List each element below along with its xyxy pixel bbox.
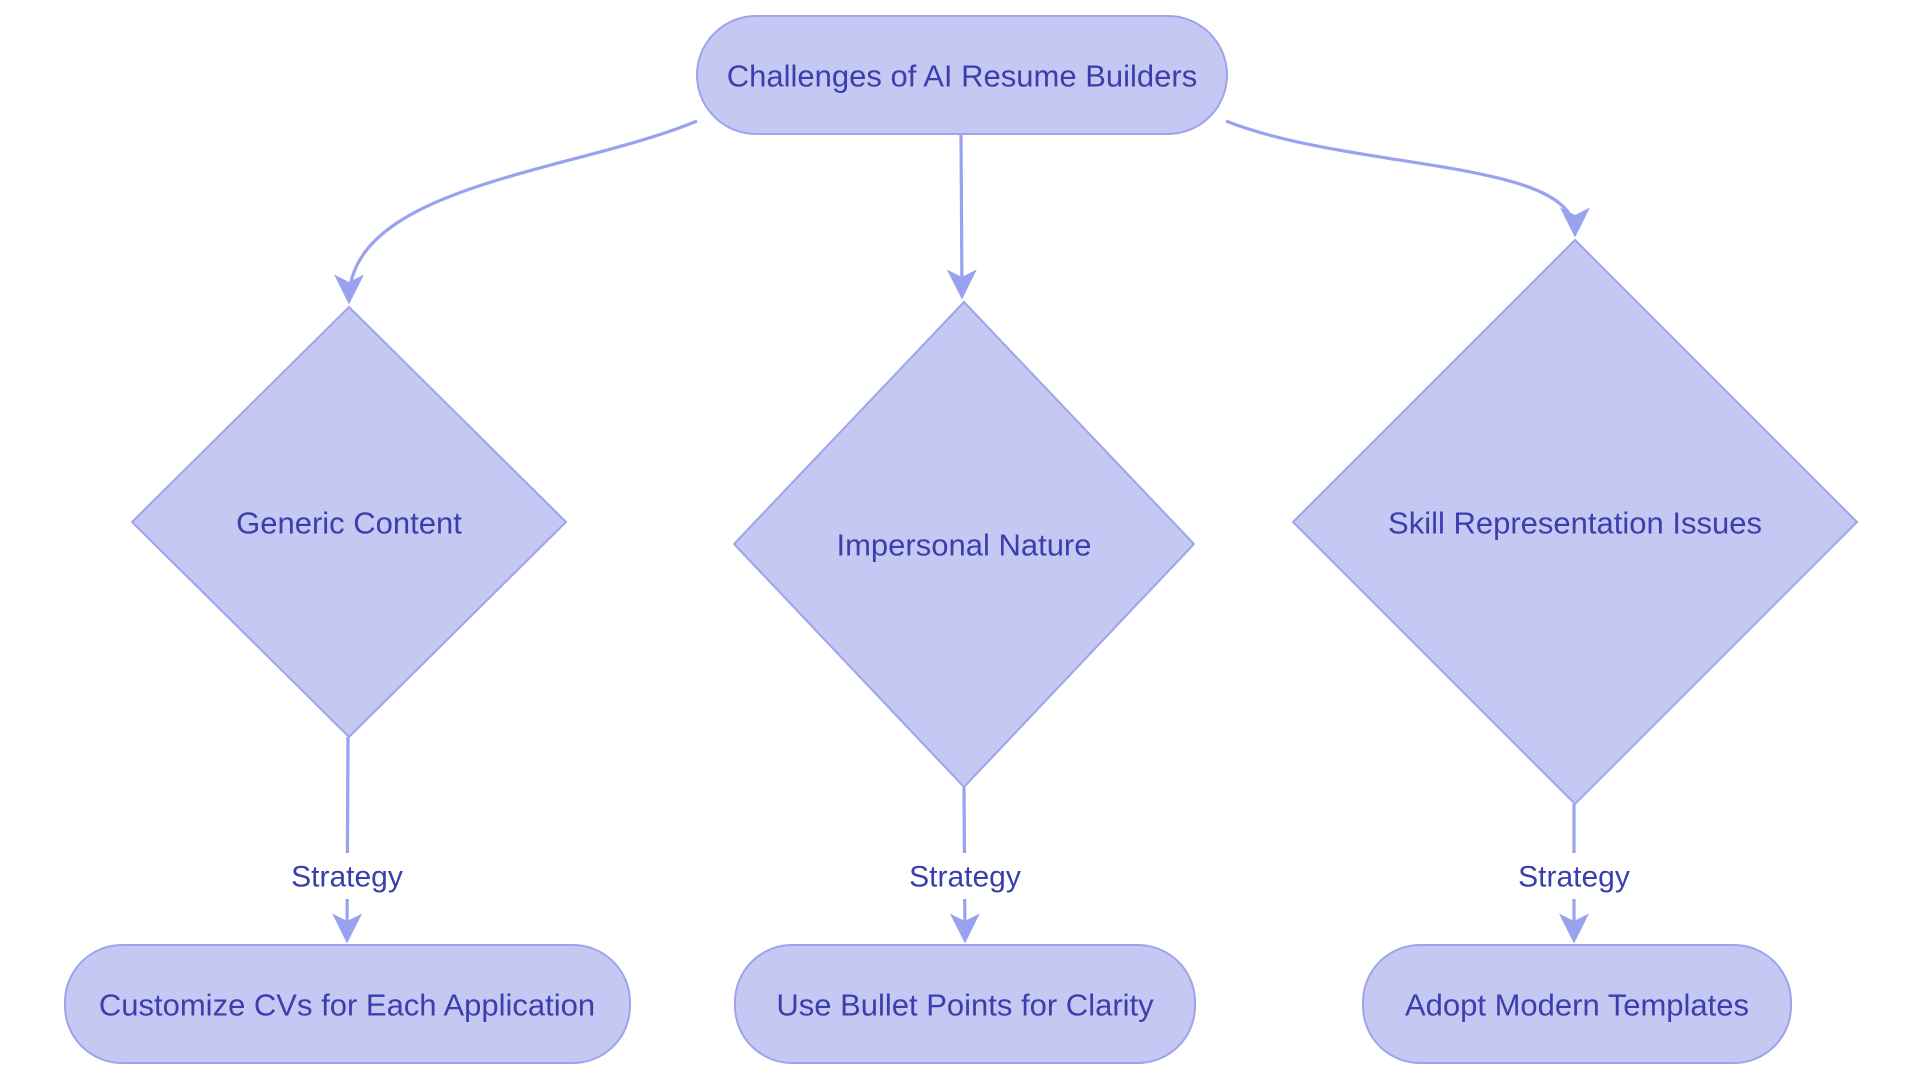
node-root-label: Challenges of AI Resume Builders (727, 59, 1197, 94)
node-generic-content-shape (130, 305, 568, 739)
node-root: Challenges of AI Resume Builders (696, 15, 1228, 135)
edge-labels: Strategy Strategy Strategy (279, 853, 1642, 899)
edge-root-to-impersonal-nature (946, 133, 977, 300)
node-use-bullet-points-label: Use Bullet Points for Clarity (776, 988, 1154, 1023)
node-adopt-modern-templates-label: Adopt Modern Templates (1405, 988, 1749, 1023)
edge-label-strategy-2: Strategy (897, 853, 1033, 899)
node-impersonal-nature: Impersonal Nature (732, 300, 1196, 789)
node-root-shape (696, 15, 1228, 135)
edge-root-to-skill-representation (1225, 119, 1590, 238)
edge-generic-content-to-strategy (332, 736, 363, 944)
node-skill-representation-issues: Skill Representation Issues (1291, 238, 1859, 806)
node-customize-cvs-label: Customize CVs for Each Application (99, 988, 595, 1023)
node-adopt-modern-templates-shape (1362, 944, 1792, 1064)
node-skill-representation-issues-shape (1291, 238, 1859, 806)
edge-label-text: Strategy (291, 861, 403, 894)
node-impersonal-nature-label: Impersonal Nature (836, 528, 1091, 563)
node-customize-cvs-shape (64, 944, 631, 1064)
edge-label-text: Strategy (1518, 861, 1630, 894)
edge-label-text: Strategy (909, 861, 1021, 894)
edge-label-strategy-1: Strategy (279, 853, 415, 899)
edge-label-bg (897, 853, 1033, 899)
node-customize-cvs: Customize CVs for Each Application (64, 944, 631, 1064)
node-impersonal-nature-shape (732, 300, 1196, 789)
edge-label-bg (1506, 853, 1642, 899)
edge-label-strategy-3: Strategy (1506, 853, 1642, 899)
node-use-bullet-points: Use Bullet Points for Clarity (734, 944, 1196, 1064)
edge-root-to-generic-content (334, 119, 698, 305)
edge-label-bg (279, 853, 415, 899)
node-skill-representation-issues-label: Skill Representation Issues (1388, 506, 1762, 541)
node-adopt-modern-templates: Adopt Modern Templates (1362, 944, 1792, 1064)
node-generic-content-label: Generic Content (236, 506, 462, 541)
node-generic-content: Generic Content (130, 305, 568, 739)
node-use-bullet-points-shape (734, 944, 1196, 1064)
